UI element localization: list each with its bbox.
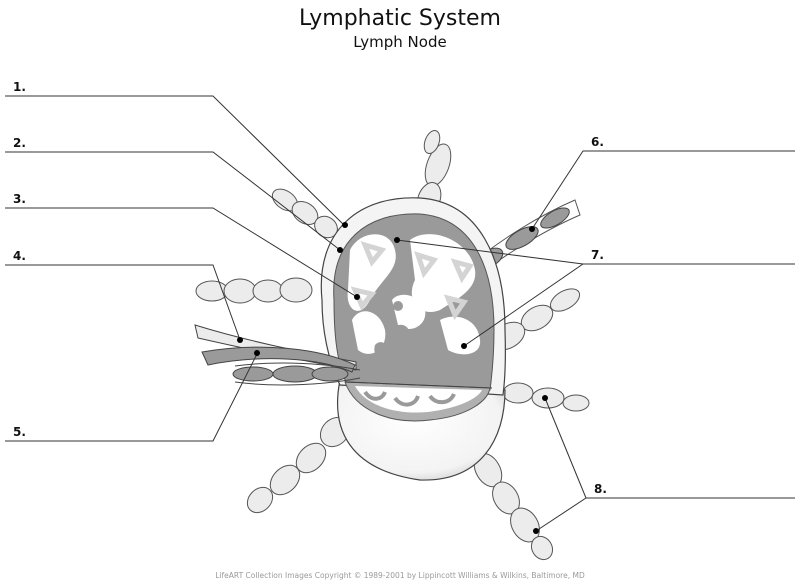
label-number-5: 5. [13, 425, 26, 439]
label-pointer-dots [237, 222, 548, 534]
label-number-2: 2. [13, 136, 26, 150]
copyright-notice: LifeART Collection Images Copyright © 19… [215, 571, 585, 580]
diagram-title: Lymphatic System [299, 6, 501, 31]
lymph-node-section [320, 197, 506, 422]
label-number-7: 7. [591, 248, 604, 262]
label-number-3: 3. [13, 192, 26, 206]
diagram-subtitle: Lymph Node [353, 33, 447, 51]
label-number-1: 1. [13, 80, 26, 94]
hilum-vessels-left [194, 324, 361, 386]
label-number-6: 6. [591, 135, 604, 149]
label-leader-lines [5, 95, 795, 532]
label-number-4: 4. [13, 249, 26, 263]
label-number-8: 8. [594, 482, 607, 496]
